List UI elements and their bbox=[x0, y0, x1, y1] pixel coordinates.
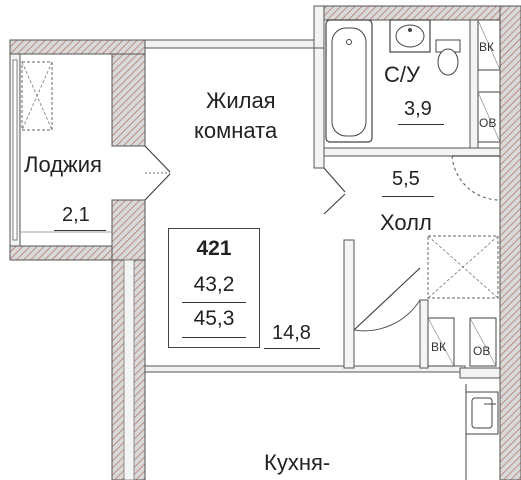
hall-area: 5,5 bbox=[392, 168, 420, 190]
shaft-vk-top: ВК bbox=[479, 40, 494, 54]
hall-shaft-partition bbox=[419, 299, 429, 369]
kitchen-label: Кухня- bbox=[264, 450, 331, 475]
living-area-underline bbox=[264, 348, 320, 349]
apartment-total-area: 45,3 bbox=[193, 307, 235, 330]
bath-label: С/У bbox=[384, 62, 420, 87]
door-bath[interactable] bbox=[451, 155, 501, 201]
shaft-ov-top: ОВ bbox=[479, 116, 497, 130]
loggia-window-frame bbox=[12, 59, 18, 241]
loggia-wall-top bbox=[9, 39, 146, 55]
door-living-hall[interactable] bbox=[323, 167, 346, 215]
shafts-bottom bbox=[427, 317, 497, 367]
apartment-info-card: 421 43,2 45,3 bbox=[168, 228, 260, 348]
apartment-living-area: 43,2 bbox=[193, 273, 235, 296]
bath-area: 3,9 bbox=[404, 98, 432, 120]
east-wall bbox=[499, 5, 521, 480]
loggia-label: Лоджия bbox=[24, 152, 102, 177]
living-room-label-line2: комната bbox=[194, 118, 278, 143]
living-hall-partition-upper bbox=[313, 47, 325, 169]
hall-east-partition bbox=[459, 367, 501, 379]
bath-north-wall bbox=[313, 5, 505, 21]
living-north-wall bbox=[144, 39, 316, 49]
living-west-wall-lower bbox=[111, 199, 146, 261]
hall-area-underline bbox=[382, 196, 434, 197]
apartment-area-divider-1 bbox=[182, 302, 246, 303]
partitions bbox=[313, 19, 501, 369]
structural-walls bbox=[9, 5, 521, 480]
entrance-door[interactable] bbox=[353, 267, 421, 332]
loggia-area: 2,1 bbox=[62, 204, 90, 226]
loggia-wall-bottom bbox=[9, 245, 121, 261]
living-room-label-line1: Жилая bbox=[206, 88, 276, 113]
living-hall-partition-lower bbox=[343, 239, 355, 369]
hall-label: Холл bbox=[380, 210, 432, 235]
bath-area-underline bbox=[398, 124, 444, 125]
living-area: 14,8 bbox=[272, 322, 311, 344]
shaft-ov-bottom: ОВ bbox=[473, 344, 491, 358]
apartment-number: 421 bbox=[196, 237, 232, 260]
shaft-partition bbox=[469, 19, 479, 149]
sink bbox=[389, 19, 431, 53]
kitchen-partition bbox=[144, 365, 466, 373]
hall-wardrobe bbox=[427, 235, 499, 299]
kitchen-west-wall-inner bbox=[123, 259, 135, 480]
apartment-area-divider-2 bbox=[182, 337, 246, 338]
kitchen-sink bbox=[465, 391, 499, 435]
loggia-window bbox=[12, 59, 112, 241]
living-west-wall bbox=[111, 53, 146, 147]
bath-south-wall bbox=[323, 147, 501, 157]
bathtub bbox=[325, 19, 373, 143]
loggia-storage bbox=[21, 61, 53, 131]
shaft-vk-bottom: ВК bbox=[431, 340, 446, 354]
toilet bbox=[435, 39, 461, 76]
door-loggia[interactable] bbox=[144, 145, 171, 201]
shafts-top bbox=[477, 19, 501, 143]
loggia-area-underline bbox=[54, 230, 106, 231]
